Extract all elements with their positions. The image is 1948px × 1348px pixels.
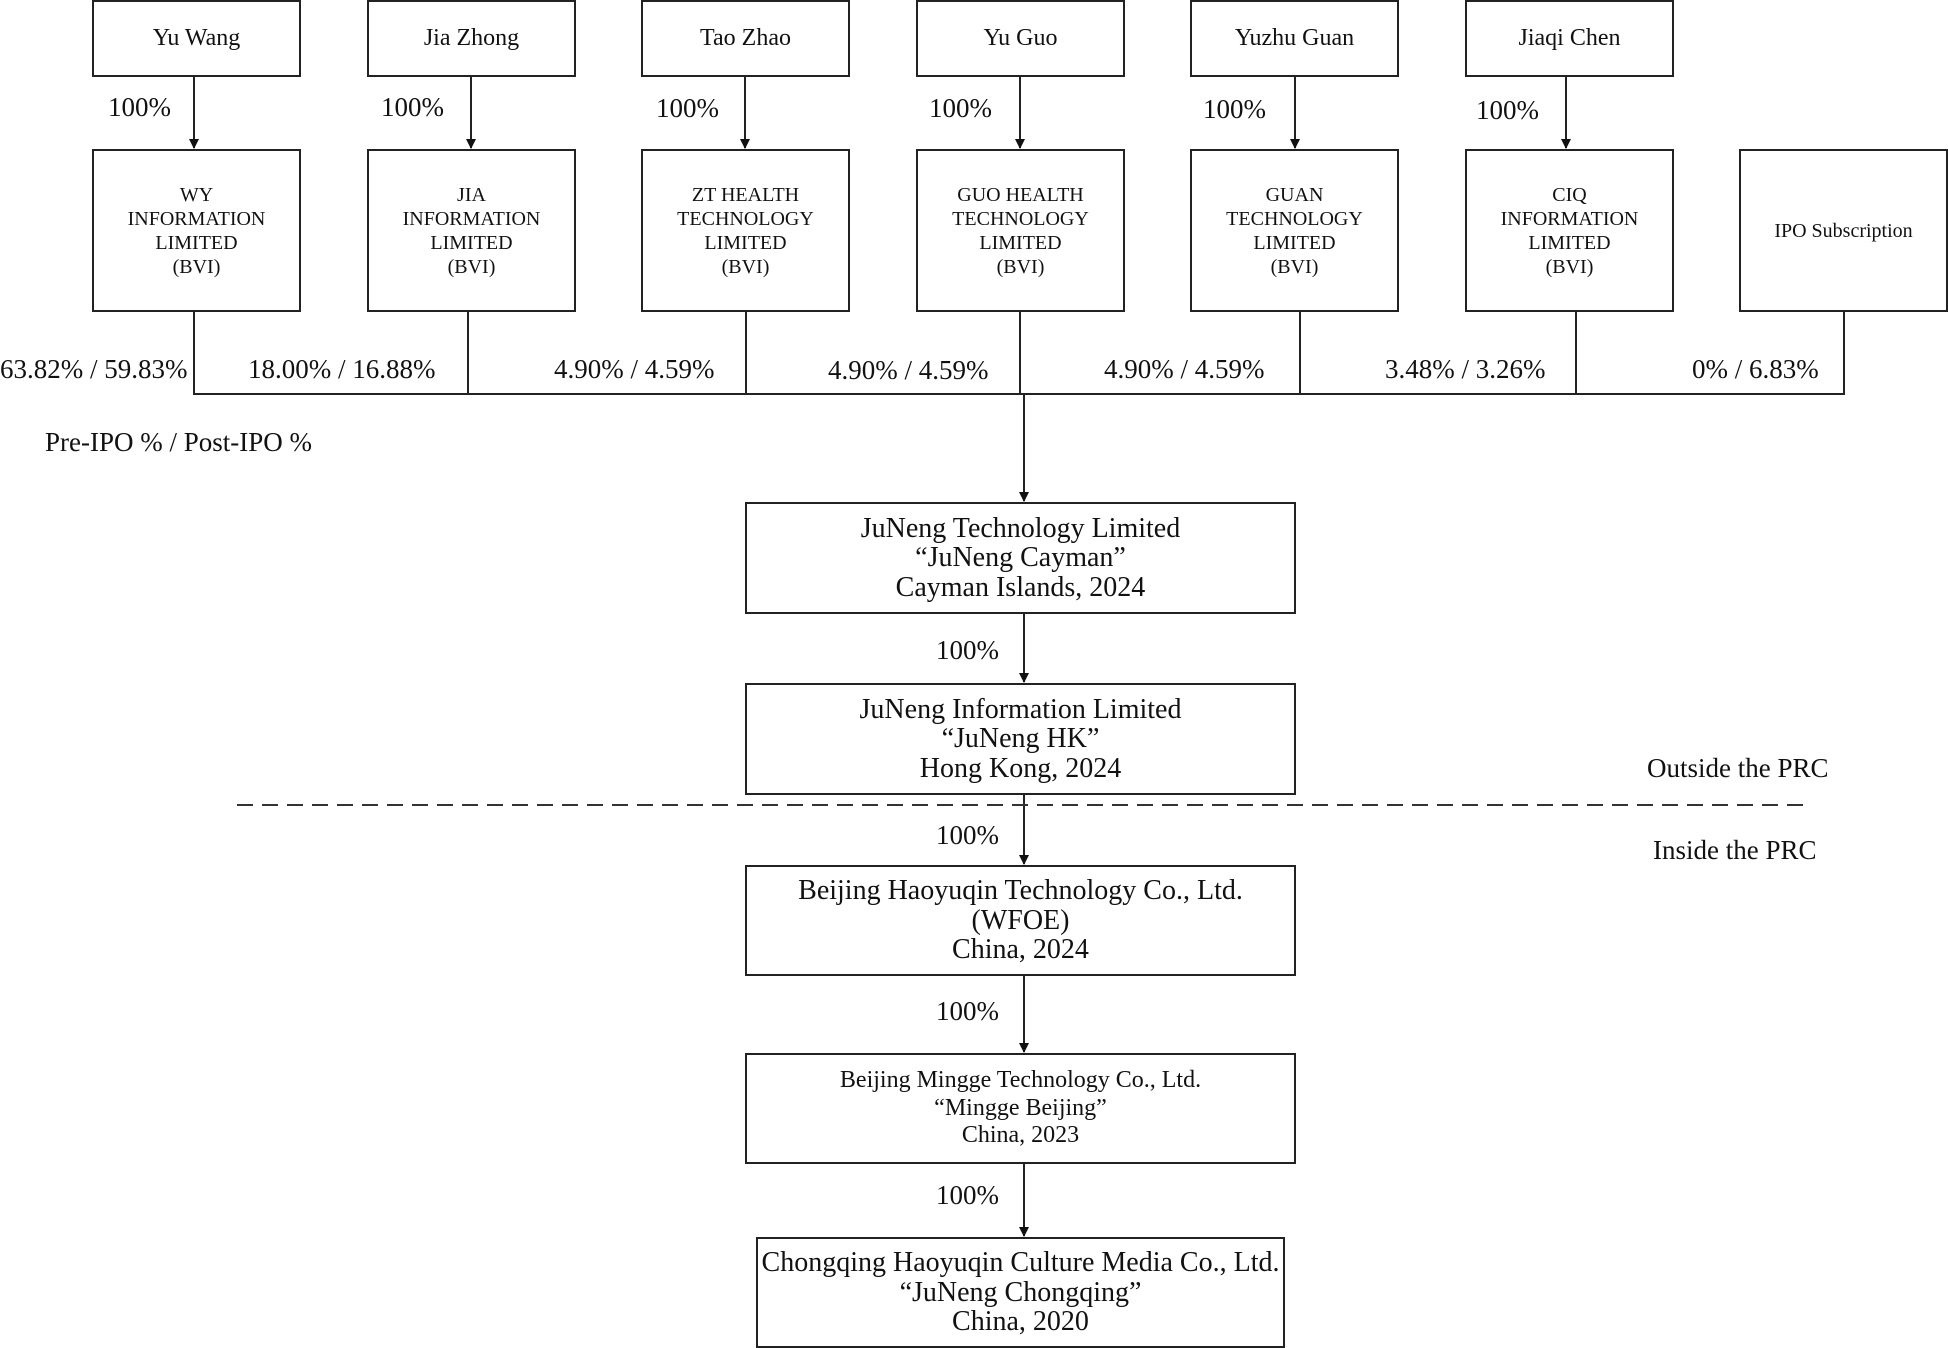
- entity-box-juneng-chongqing: Chongqing Haoyuqin Culture Media Co., Lt…: [756, 1237, 1285, 1348]
- outside-prc-label: Outside the PRC: [1647, 753, 1829, 783]
- entity-line: TECHNOLOGY: [677, 207, 814, 230]
- entity-line: (BVI): [996, 255, 1045, 278]
- entity-line: Hong Kong, 2024: [919, 752, 1122, 784]
- shareholder-box-yu-wang: Yu Wang: [92, 0, 301, 77]
- legend-pre-post-ipo: Pre-IPO % / Post-IPO %: [45, 427, 312, 457]
- ownership-label: 100%: [1203, 94, 1266, 124]
- ipo-subscription-box: IPO Subscription: [1739, 149, 1948, 312]
- shareholder-box-tao-zhao: Tao Zhao: [641, 0, 850, 77]
- entity-box-mingge-beijing: Beijing Mingge Technology Co., Ltd.“Ming…: [745, 1053, 1296, 1164]
- entity-line: LIMITED: [979, 231, 1062, 254]
- entity-line: China, 2023: [961, 1122, 1080, 1149]
- entity-line: JuNeng Information Limited: [859, 693, 1182, 725]
- entity-line: INFORMATION: [402, 207, 541, 230]
- entity-line: (BVI): [721, 255, 770, 278]
- entity-line: Cayman Islands, 2024: [895, 571, 1146, 603]
- stake-label: 18.00% / 16.88%: [248, 354, 436, 384]
- shareholder-name: Jia Zhong: [423, 25, 520, 52]
- ownership-label: 100%: [929, 93, 992, 123]
- ownership-label: 100%: [936, 996, 999, 1026]
- entity-line: TECHNOLOGY: [1226, 207, 1363, 230]
- ownership-label: 100%: [381, 92, 444, 122]
- stake-label: 4.90% / 4.59%: [1104, 354, 1265, 384]
- entity-line: JuNeng Technology Limited: [860, 512, 1181, 544]
- entity-line: LIMITED: [704, 231, 787, 254]
- entity-line: (BVI): [172, 255, 221, 278]
- shareholder-name: Yuzhu Guan: [1234, 25, 1355, 52]
- entity-line: INFORMATION: [1500, 207, 1639, 230]
- shareholder-box-jia-zhong: Jia Zhong: [367, 0, 576, 77]
- shareholder-box-yu-guo: Yu Guo: [916, 0, 1125, 77]
- ownership-label: 100%: [1476, 95, 1539, 125]
- ownership-label: 100%: [936, 820, 999, 850]
- entity-box-wfoe: Beijing Haoyuqin Technology Co., Ltd.(WF…: [745, 865, 1296, 976]
- stake-label: 0% / 6.83%: [1692, 354, 1819, 384]
- stake-label: 3.48% / 3.26%: [1385, 354, 1546, 384]
- ownership-label: 100%: [108, 92, 171, 122]
- entity-line: “JuNeng Chongqing”: [899, 1276, 1142, 1308]
- entity-line: GUAN: [1265, 183, 1324, 206]
- entity-line: TECHNOLOGY: [952, 207, 1089, 230]
- entity-line: “Mingge Beijing”: [934, 1094, 1107, 1121]
- entity-line: ZT HEALTH: [691, 183, 800, 206]
- entity-line: “JuNeng Cayman”: [915, 542, 1126, 574]
- shareholder-box-jiaqi-chen: Jiaqi Chen: [1465, 0, 1674, 77]
- ownership-label: 100%: [656, 93, 719, 123]
- entity-line: (BVI): [1545, 255, 1594, 278]
- entity-line: Chongqing Haoyuqin Culture Media Co., Lt…: [761, 1247, 1280, 1279]
- entity-box-juneng-cayman: JuNeng Technology Limited“JuNeng Cayman”…: [745, 502, 1296, 614]
- shareholder-name: Yu Wang: [152, 25, 241, 52]
- entity-line: INFORMATION: [127, 207, 266, 230]
- entity-line: Beijing Haoyuqin Technology Co., Ltd.: [798, 875, 1243, 907]
- entity-line: (WFOE): [971, 904, 1070, 936]
- shareholder-name: Tao Zhao: [700, 25, 791, 52]
- entity-line: CIQ: [1552, 183, 1587, 206]
- entity-line: Beijing Mingge Technology Co., Ltd.: [839, 1067, 1202, 1094]
- shareholder-box-yuzhu-guan: Yuzhu Guan: [1190, 0, 1399, 77]
- entity-line: JIA: [457, 183, 486, 206]
- entity-line: LIMITED: [430, 231, 513, 254]
- stake-label: 4.90% / 4.59%: [554, 354, 715, 384]
- entity-line: China, 2020: [952, 1306, 1089, 1338]
- entity-line: LIMITED: [1253, 231, 1336, 254]
- shareholder-name: Jiaqi Chen: [1518, 25, 1621, 51]
- entity-line: WY: [179, 183, 214, 206]
- stake-label: 63.82% / 59.83%: [0, 354, 188, 384]
- ownership-label: 100%: [936, 635, 999, 665]
- ownership-label: 100%: [936, 1180, 999, 1210]
- entity-line: LIMITED: [155, 231, 238, 254]
- entity-line: “JuNeng HK”: [941, 723, 1100, 755]
- stake-label: 4.90% / 4.59%: [828, 355, 989, 385]
- entity-line: LIMITED: [1528, 231, 1611, 254]
- shareholder-name: Yu Guo: [983, 25, 1058, 52]
- entity-line: GUO HEALTH: [957, 183, 1084, 206]
- entity-box-juneng-hk: JuNeng Information Limited“JuNeng HK”Hon…: [745, 683, 1296, 795]
- entity-line: (BVI): [447, 255, 496, 278]
- entity-line: (BVI): [1270, 255, 1319, 278]
- entity-line: China, 2024: [952, 934, 1089, 966]
- ipo-subscription-label: IPO Subscription: [1774, 219, 1913, 242]
- inside-prc-label: Inside the PRC: [1653, 835, 1817, 865]
